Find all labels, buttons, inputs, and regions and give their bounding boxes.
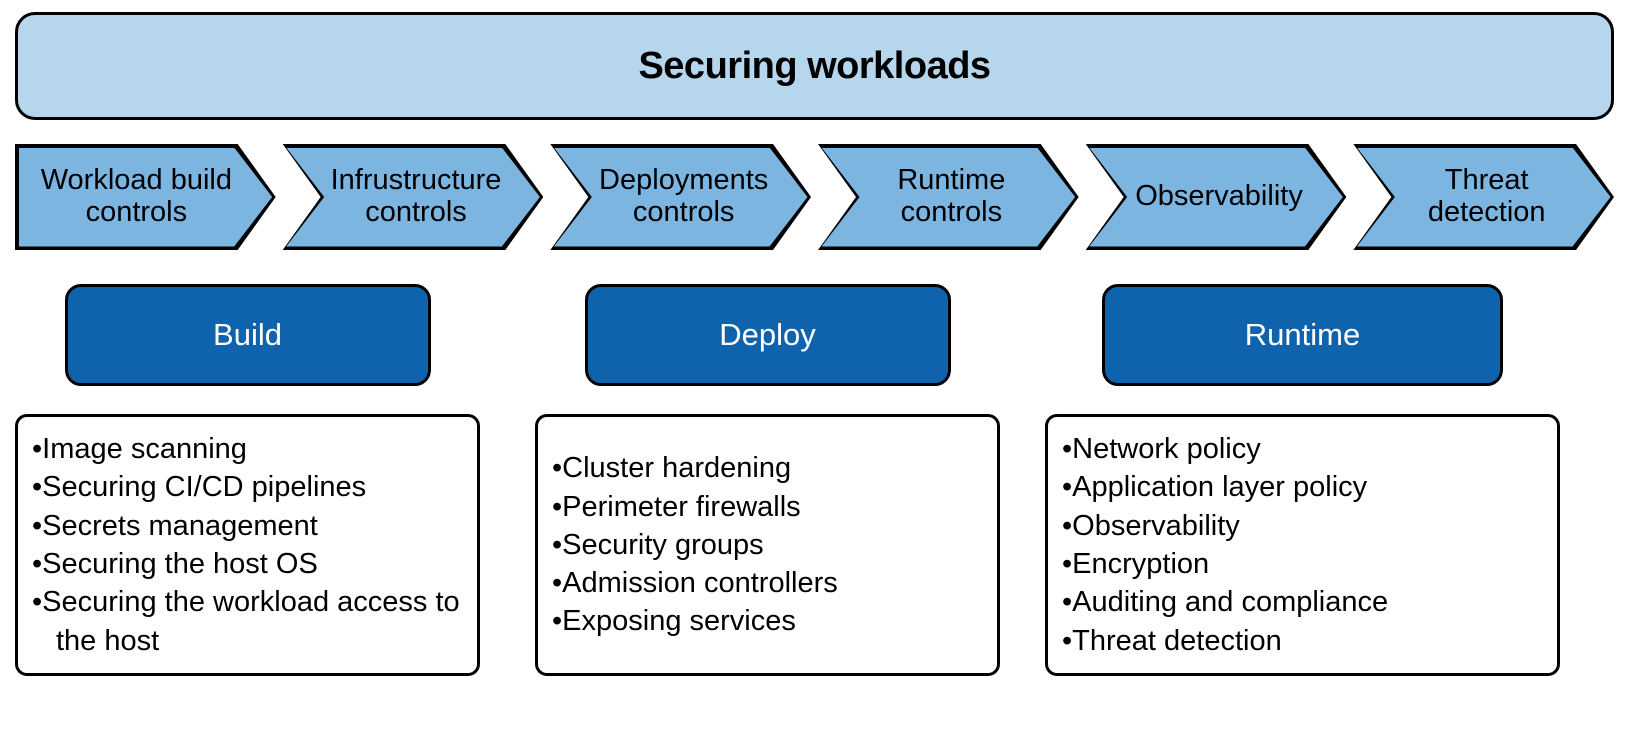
securing-workloads-banner: Securing workloads bbox=[15, 12, 1614, 120]
list-item: Securing CI/CD pipelines bbox=[32, 468, 463, 506]
list-item: Admission controllers bbox=[552, 564, 983, 602]
phase-label: Build bbox=[213, 317, 282, 352]
list-item: Encryption bbox=[1062, 545, 1543, 583]
stage-runtime-controls: Runtime controls bbox=[818, 144, 1079, 250]
stage-deployments-controls: Deployments controls bbox=[550, 144, 811, 250]
list-item: Secrets management bbox=[32, 507, 463, 545]
list-item: Image scanning bbox=[32, 430, 463, 468]
build-items-list: Image scanning Securing CI/CD pipelines … bbox=[32, 430, 463, 660]
phase-label: Deploy bbox=[719, 317, 816, 352]
stage-label: Runtime controls bbox=[822, 148, 1076, 247]
stage-label: Workload build controls bbox=[19, 148, 273, 247]
stage-label: Infrustructure controls bbox=[286, 148, 540, 247]
stage-infrustructure-controls: Infrustructure controls bbox=[283, 144, 544, 250]
phase-runtime-badge: Runtime bbox=[1102, 284, 1503, 386]
list-item: Auditing and compliance bbox=[1062, 583, 1543, 621]
list-item: Perimeter firewalls bbox=[552, 488, 983, 526]
phase-columns: Build Image scanning Securing CI/CD pipe… bbox=[0, 250, 1629, 676]
runtime-items-card: Network policy Application layer policy … bbox=[1045, 414, 1560, 676]
build-items-card: Image scanning Securing CI/CD pipelines … bbox=[15, 414, 480, 676]
deploy-items-list: Cluster hardening Perimeter firewalls Se… bbox=[552, 449, 983, 640]
list-item: Exposing services bbox=[552, 602, 983, 640]
deploy-items-card: Cluster hardening Perimeter firewalls Se… bbox=[535, 414, 1000, 676]
phase-label: Runtime bbox=[1244, 317, 1361, 352]
build-column: Build Image scanning Securing CI/CD pipe… bbox=[15, 250, 480, 676]
list-item: Securing the host OS bbox=[32, 545, 463, 583]
stage-chevron-row: Workload build controls Infrustructure c… bbox=[0, 144, 1629, 250]
list-item: Securing the workload access to the host bbox=[32, 583, 463, 660]
stage-observability: Observability bbox=[1086, 144, 1347, 250]
runtime-items-list: Network policy Application layer policy … bbox=[1062, 430, 1543, 660]
stage-label: Threat detection bbox=[1357, 148, 1611, 247]
phase-build-badge: Build bbox=[64, 284, 431, 386]
list-item: Security groups bbox=[552, 526, 983, 564]
list-item: Application layer policy bbox=[1062, 468, 1543, 506]
phase-deploy-badge: Deploy bbox=[584, 284, 951, 386]
list-item: Threat detection bbox=[1062, 622, 1543, 660]
list-item: Cluster hardening bbox=[552, 449, 983, 487]
list-item: Network policy bbox=[1062, 430, 1543, 468]
stage-threat-detection: Threat detection bbox=[1353, 144, 1614, 250]
list-item: Observability bbox=[1062, 507, 1543, 545]
diagram-title: Securing workloads bbox=[638, 44, 991, 87]
runtime-column: Runtime Network policy Application layer… bbox=[1045, 250, 1560, 676]
stage-workload-build-controls: Workload build controls bbox=[15, 144, 276, 250]
stage-label: Observability bbox=[1089, 148, 1343, 247]
stage-label: Deployments controls bbox=[554, 148, 808, 247]
deploy-column: Deploy Cluster hardening Perimeter firew… bbox=[535, 250, 1000, 676]
